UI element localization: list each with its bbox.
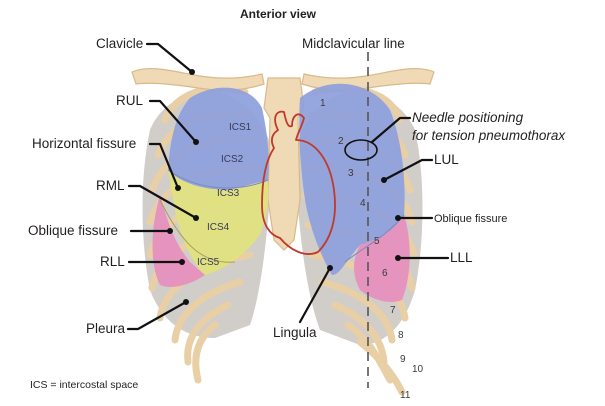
oblique-fissure-right-label: Oblique fissure xyxy=(434,213,507,225)
pleura-label: Pleura xyxy=(86,321,126,336)
rul-label: RUL xyxy=(116,93,143,108)
lul-label: LUL xyxy=(434,152,459,167)
needle-positioning-label: Needle positioning xyxy=(412,110,524,125)
ics-label: ICS2 xyxy=(221,154,244,165)
ics-label: ICS3 xyxy=(217,188,240,199)
diagram-title: Anterior view xyxy=(240,7,317,21)
rib-number: 1 xyxy=(320,98,326,109)
rib-number: 5 xyxy=(374,236,380,247)
footnote: ICS = intercostal space xyxy=(30,379,138,391)
clavicle-label: Clavicle xyxy=(96,36,143,51)
rib-number: 6 xyxy=(382,268,388,279)
rib-number: 4 xyxy=(360,198,366,209)
ics-label: ICS1 xyxy=(229,122,252,133)
needle-positioning-label-2: for tension pneumothorax xyxy=(412,128,566,143)
rib-number: 8 xyxy=(398,330,404,341)
rll-label: RLL xyxy=(100,254,125,269)
right-lung xyxy=(152,87,269,287)
rib-number: 2 xyxy=(338,136,344,147)
horizontal-fissure-label: Horizontal fissure xyxy=(32,136,136,151)
heart-outline xyxy=(261,110,336,255)
rib-number: 7 xyxy=(390,305,396,316)
needle-site-marker xyxy=(344,139,378,161)
rib-number: 3 xyxy=(348,168,354,179)
left-labels: Clavicle RUL Horizontal fissure RML Obli… xyxy=(28,36,199,336)
rib-number: 11 xyxy=(400,390,411,401)
rll-lobe xyxy=(152,195,205,287)
rib-number: 10 xyxy=(412,364,424,375)
rml-label: RML xyxy=(96,178,125,193)
lingula-label: Lingula xyxy=(273,325,317,340)
lll-label: LLL xyxy=(450,250,473,265)
ics-label: ICS5 xyxy=(197,257,220,268)
oblique-fissure-left-label: Oblique fissure xyxy=(28,223,118,238)
intercostal-labels: ICS1 ICS2 ICS3 ICS4 ICS5 xyxy=(197,122,252,268)
midclavicular-line-label: Midclavicular line xyxy=(302,36,405,51)
sternum xyxy=(263,77,305,251)
rib-numbers: 1 2 3 4 5 6 7 8 9 10 11 xyxy=(320,98,424,401)
lul-lobe xyxy=(299,83,405,275)
rul-lobe xyxy=(168,87,269,190)
rib-number: 9 xyxy=(400,354,406,365)
ics-label: ICS4 xyxy=(207,222,230,233)
right-labels: Midclavicular line Needle positioning fo… xyxy=(273,36,566,340)
